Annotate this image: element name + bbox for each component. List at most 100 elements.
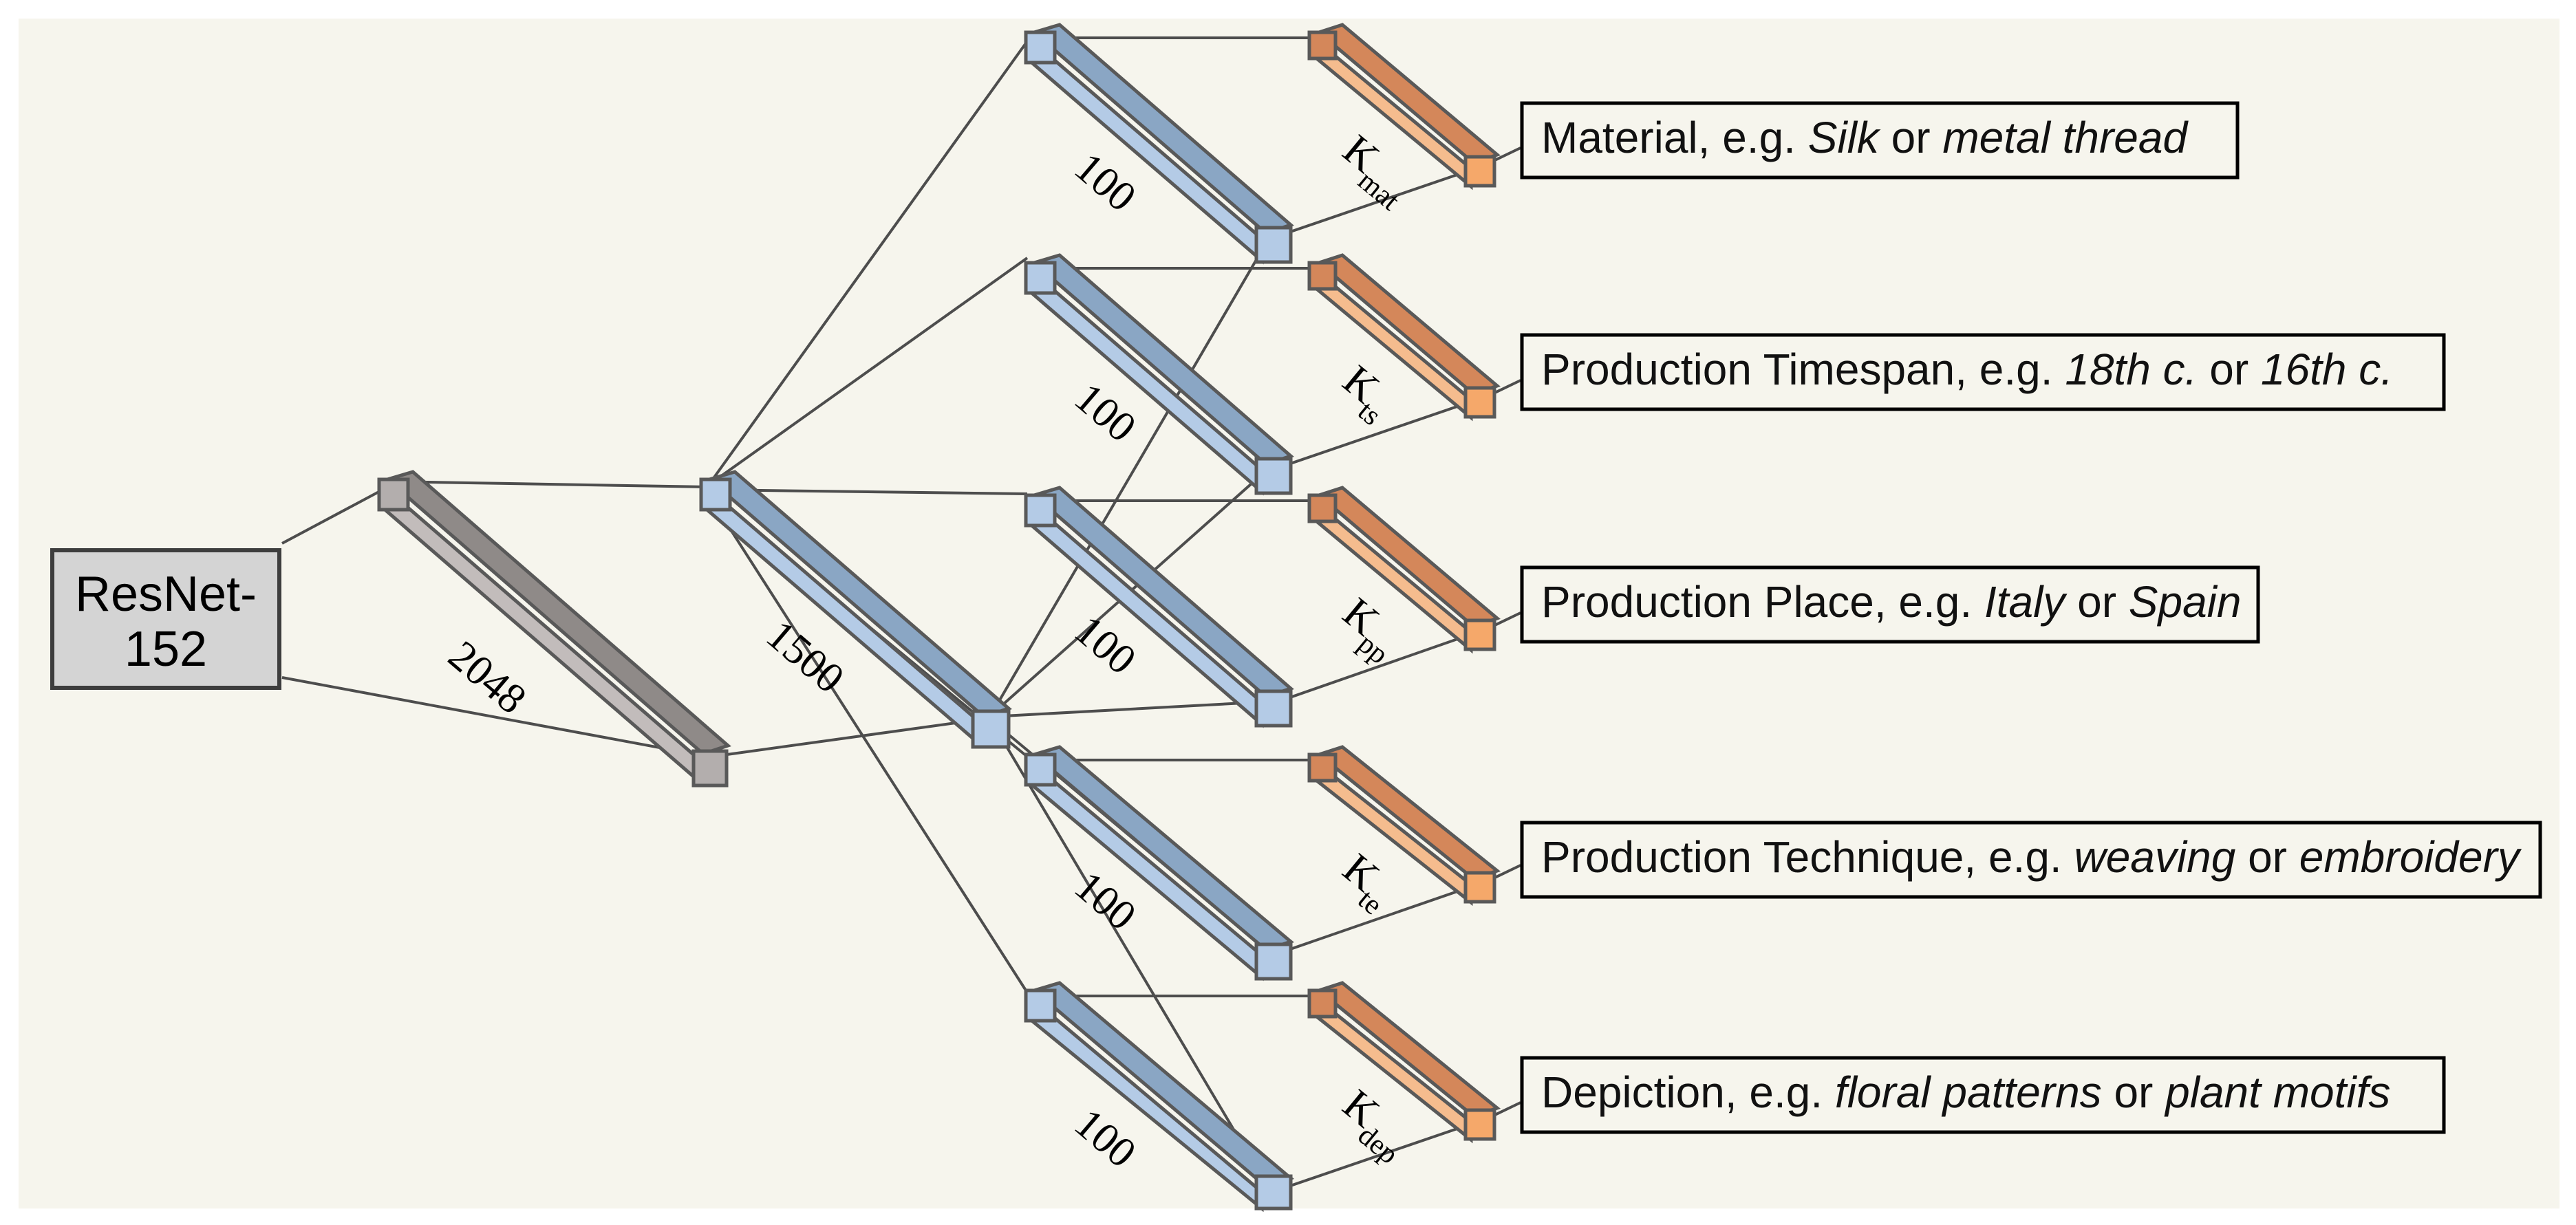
branch-pp-hidden-bar-top-face [1030,486,1294,699]
edge-dep-end-to-k-end [1274,1120,1480,1193]
branch-mat-description[interactable]: Material, e.g. Silk or metal thread [1520,101,2240,180]
feature-bar-1500[interactable]: 1500 [699,470,1012,749]
branch-pp-desc-text: Production Place, e.g. Italy or Spain [1541,577,2241,627]
branch-mat-k-bar-end-node [1463,155,1496,188]
backbone-resnet-box[interactable]: ResNet- 152 [50,548,281,690]
feature-bar-2048-end-node [691,749,729,788]
edge-te-end-to-k-end [1274,882,1480,956]
branch-mat-hidden-bar-end-node [1254,226,1293,264]
backbone-box-rect[interactable] [50,548,281,690]
feature-bar-1500-end-node [971,709,1011,749]
branch-te[interactable]: 100 Kte Production Technique, e.g. weavi… [1024,745,2542,982]
branch-mat-desc-box[interactable] [1520,101,2240,180]
branch-te-k-bar-top-face [1315,745,1501,881]
branch-pp-k-bar-end-node [1463,618,1496,651]
edge-resnet-to-2048-top [281,487,386,545]
branch-ts-k-bar-start-node [1307,261,1338,291]
branch-dep-k-label: Kdep [1328,1081,1420,1170]
feature-bar-2048-top-face [383,470,731,756]
branch-dep-hidden-label: 100 [1066,1100,1145,1177]
feature-bar-1500-start-node [699,477,732,512]
branch-dep-k-bar-end-node [1463,1108,1496,1141]
feature-bar-1500-top-face [705,470,1012,719]
edge-2048-end-to-1500-hub [711,717,986,758]
branch-dep-hidden-bar-top-face [1030,981,1295,1189]
branch-dep-hidden-bar[interactable]: 100 [1024,981,1295,1213]
branch-pp-description[interactable]: Production Place, e.g. Italy or Spain [1520,565,2260,644]
branch-pp-hidden-bar-front-face [1027,497,1264,728]
branch-dep-k-bar-start-node [1307,988,1338,1019]
branch-pp-hidden-bar-end-node [1254,689,1293,728]
branch-te-k-bar-start-node [1307,752,1338,783]
edge-ts-end-to-k-end [1274,398,1480,470]
branch-dep[interactable]: 100 Kdep Depiction, e.g. floral patterns… [1024,981,2446,1213]
branch-pp-hidden-bar-start-node [1024,493,1057,528]
branch-ts[interactable]: 100 Kts Production Timespan, e.g. 18th c… [1024,253,2446,496]
branch-te-hidden-bar-front-face [1027,757,1264,982]
branch-ts-desc-text: Production Timespan, e.g. 18th c. or 16t… [1541,345,2393,394]
branch-te-k-bar[interactable]: Kte [1307,745,1501,921]
branch-pp-k-label: Kpp [1328,589,1410,670]
feature-bar-2048-start-node [377,477,410,512]
branch-ts-desc-box[interactable] [1520,333,2446,411]
branch-te-hidden-label: 100 [1066,863,1145,940]
branch-mat-hidden-bar[interactable]: 100 [1024,23,1294,265]
branch-pp[interactable]: 100 Kpp Production Place, e.g. Italy or … [1024,486,2260,728]
feature-bar-2048[interactable]: 2048 [377,470,731,788]
branch-ts-k-bar-end-node [1463,386,1496,419]
branch-te-hidden-bar[interactable]: 100 [1024,745,1295,982]
branch-mat-k-bar[interactable]: Kmat [1307,23,1501,217]
branch-te-hidden-bar-top-face [1030,745,1295,952]
branch-pp-hidden-bar[interactable]: 100 [1024,486,1294,728]
branch-te-hidden-bar-end-node [1254,942,1293,981]
branch-mat-hidden-label: 100 [1066,144,1145,221]
branch-mat[interactable]: 100 Kmat Material, e.g. Silk or metal th… [1024,23,2240,265]
branch-mat-k-label: Kmat [1328,126,1421,217]
edge-resnet-to-2048-end [281,676,701,757]
branch-dep-desc-box[interactable] [1520,1056,2446,1134]
branch-ts-hidden-bar[interactable]: 100 [1024,253,1294,496]
branch-ts-hidden-bar-front-face [1027,265,1264,496]
edge-pp-end-to-k-end [1274,630,1480,704]
feature-bar-2048-front-face [380,481,701,785]
branch-dep-hidden-bar-front-face [1027,993,1264,1213]
branch-ts-hidden-label: 100 [1066,374,1145,451]
branch-dep-k-bar-top-face [1315,981,1501,1118]
branch-te-desc-box[interactable] [1520,821,2542,899]
backbone-label-line1: ResNet- [75,567,257,622]
edge-1500-to-branch-ts [707,257,1029,486]
branch-ts-hidden-bar-top-face [1030,253,1294,466]
branch-mat-k-bar-top-face [1315,23,1501,165]
edge-2048-top-to-1500-start [387,480,709,488]
edge-1500-to-branch-dep [711,499,1029,994]
branch-pp-hidden-label: 100 [1066,607,1145,684]
branch-pp-desc-box[interactable] [1520,565,2260,644]
branch-dep-k-bar[interactable]: Kdep [1307,981,1501,1171]
branch-ts-description[interactable]: Production Timespan, e.g. 18th c. or 16t… [1520,333,2446,411]
branch-pp-k-bar-start-node [1307,493,1338,523]
branch-te-hidden-bar-start-node [1024,752,1057,787]
branch-mat-desc-text: Material, e.g. Silk or metal thread [1541,113,2189,162]
branch-mat-hidden-bar-front-face [1027,34,1264,265]
feature-bar-1500-label: 1500 [758,611,852,702]
backbone-label-line2: 152 [125,622,207,677]
branch-te-k-label: Kte [1328,845,1404,921]
branch-dep-desc-text: Depiction, e.g. floral patterns or plant… [1541,1067,2390,1117]
branch-mat-k-bar-start-node [1307,30,1338,61]
branch-te-description[interactable]: Production Technique, e.g. weaving or em… [1520,821,2542,899]
branch-pp-k-bar-top-face [1315,486,1501,629]
edge-1500-to-branch-mat [707,40,1029,486]
branch-pp-k-bar[interactable]: Kpp [1307,486,1501,671]
branch-dep-hidden-bar-end-node [1254,1174,1293,1211]
branch-mat-hidden-bar-top-face [1030,23,1294,235]
branch-dep-hidden-bar-start-node [1024,988,1057,1023]
branch-te-desc-text: Production Technique, e.g. weaving or em… [1541,832,2522,882]
branch-ts-k-bar[interactable]: Kts [1307,253,1501,432]
edge-hub-to-mat-end [989,236,1271,717]
edge-1500-to-branch-pp [708,488,1028,495]
branch-dep-description[interactable]: Depiction, e.g. floral patterns or plant… [1520,1056,2446,1134]
branch-ts-k-bar-top-face [1315,253,1501,396]
edge-hub-to-dep-end [991,721,1271,1191]
